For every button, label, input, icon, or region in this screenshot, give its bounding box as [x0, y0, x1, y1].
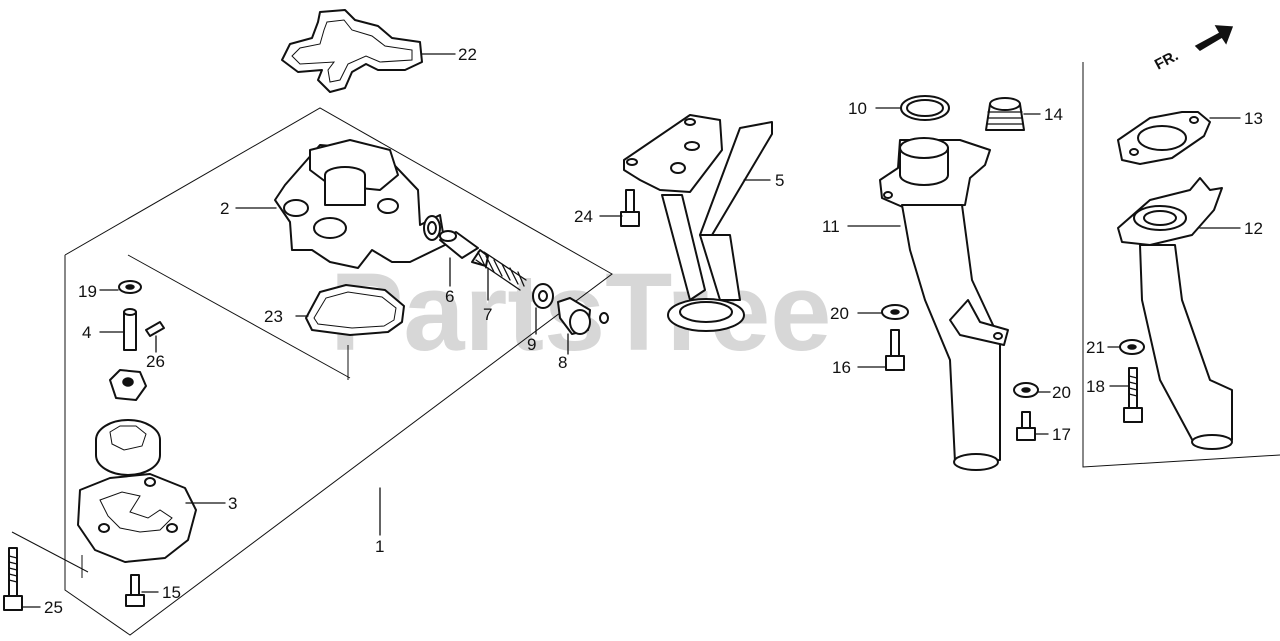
callouts: 22 2 3 4 19 26 5 6 7 9 8 23 24 1 15 25 1…	[44, 45, 1263, 617]
part-19-washer	[118, 280, 142, 294]
part-26-pin	[145, 321, 165, 337]
callout-26: 26	[146, 352, 165, 371]
callout-22: 22	[458, 45, 477, 64]
part-22-gasket	[281, 9, 423, 93]
part-13-gasket	[1117, 111, 1211, 165]
part-18-bolt	[1123, 367, 1143, 423]
part-5-oil-strainer	[623, 114, 773, 332]
oil-pump-assembly-box	[64, 107, 613, 636]
strainer-assembly-box	[1082, 62, 1280, 468]
callout-8: 8	[558, 353, 567, 372]
part-25-bolt	[3, 547, 23, 611]
callout-13: 13	[1244, 109, 1263, 128]
part-21-washer	[1119, 339, 1145, 355]
part-10-o-ring	[900, 95, 950, 121]
part-20-washer-upper	[881, 304, 909, 320]
part-7-spring	[471, 249, 527, 291]
callout-7: 7	[483, 305, 492, 324]
part-14-screen	[985, 97, 1025, 131]
part-12-strainer-pipe	[1117, 177, 1233, 450]
callout-21: 21	[1086, 338, 1105, 357]
callout-15: 15	[162, 583, 181, 602]
callout-17: 17	[1052, 425, 1071, 444]
part-2-pump-body	[274, 139, 446, 269]
callout-24: 24	[574, 207, 593, 226]
leader-lines	[21, 53, 1241, 608]
callout-4: 4	[82, 323, 91, 342]
inner-rotor	[109, 369, 147, 401]
callout-16: 16	[832, 358, 851, 377]
part-11-suction-pipe	[879, 137, 1009, 471]
callout-11: 11	[822, 217, 840, 236]
part-23-o-ring	[305, 284, 405, 336]
callout-5: 5	[775, 171, 784, 190]
callout-20-upper: 20	[830, 304, 849, 323]
callout-9: 9	[527, 335, 536, 354]
callout-18: 18	[1086, 377, 1105, 396]
callout-20-lower: 20	[1052, 383, 1071, 402]
part-6-sleeve	[439, 230, 479, 259]
callout-3: 3	[228, 494, 237, 513]
callout-12: 12	[1244, 219, 1263, 238]
callout-14: 14	[1044, 105, 1063, 124]
part-9-washer	[532, 283, 554, 309]
part-15-bolt	[125, 574, 145, 607]
outer-rotor	[95, 419, 161, 476]
callout-1: 1	[375, 537, 384, 556]
part-8-plug-bolt	[557, 297, 609, 335]
front-label: FR.	[1152, 47, 1181, 73]
part-16-bolt	[885, 329, 905, 371]
part-3-pump-cover	[77, 473, 197, 563]
callout-6: 6	[445, 287, 454, 306]
part-24-bolt	[620, 189, 640, 227]
front-arrow-icon	[1194, 25, 1234, 51]
callout-25: 25	[44, 598, 63, 617]
pump-cover-box	[11, 531, 89, 578]
front-direction-indicator: FR.	[1152, 25, 1234, 74]
callout-19: 19	[78, 282, 97, 301]
callout-10: 10	[848, 99, 867, 118]
part-4-shaft	[123, 308, 137, 351]
part-17-bolt	[1016, 411, 1036, 441]
part-20-washer-lower	[1013, 382, 1039, 398]
callout-23: 23	[264, 307, 283, 326]
callout-2: 2	[220, 199, 229, 218]
